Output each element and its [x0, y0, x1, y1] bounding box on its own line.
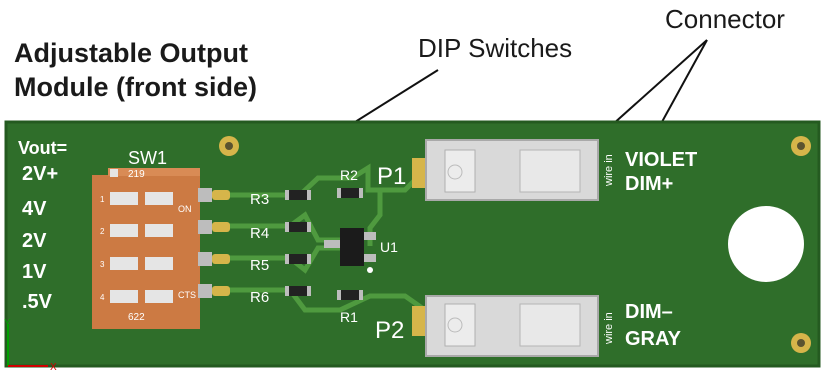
dip-switch-mark-4: 4 [100, 293, 105, 302]
ref-sw1: SW1 [128, 148, 167, 168]
dip-switch-pin1-mark [110, 169, 118, 177]
vout-option-4v: 4V [22, 198, 47, 220]
ref-r4: R4 [250, 225, 269, 242]
dip-switch-lever-1 [110, 192, 138, 205]
vout-label: Vout= [18, 138, 67, 158]
connector-p1 [412, 139, 599, 201]
p1-signal: DIM+ [625, 173, 673, 195]
p2-wire-in: wire in [603, 312, 615, 345]
ref-u1: U1 [380, 239, 398, 255]
vout-option-2v: 2V [22, 230, 47, 252]
resistor-r3 [285, 190, 311, 200]
vout-option-1v: 1V [22, 261, 47, 283]
dip-switch-on-label: ON [178, 204, 192, 214]
resistor-r5 [285, 254, 311, 264]
dip-switch-mark-3: 3 [100, 260, 105, 269]
dip-switch-part: 622 [128, 312, 145, 323]
p1-wire-in: wire in [603, 154, 615, 187]
large-mounting-hole [728, 206, 804, 282]
ref-p2: P2 [375, 317, 404, 344]
dip-switch-slot-1 [145, 192, 173, 205]
ref-r3: R3 [250, 191, 269, 208]
ic-u1-lead [324, 240, 340, 248]
resistor-r2 [337, 188, 363, 198]
dip-switches-callout: DIP Switches [418, 33, 573, 63]
dip-switch-lever-2 [110, 224, 138, 237]
dip-switch-maker: CTS [178, 290, 196, 300]
ic-u1-lead [364, 232, 376, 240]
p2-wire-color: GRAY [625, 328, 682, 350]
ref-p1: P1 [377, 163, 406, 190]
ref-r2: R2 [340, 167, 358, 183]
dip-switch-slot-3 [145, 257, 173, 270]
dip-switch-slot-2 [145, 224, 173, 237]
x-axis-label: X [50, 362, 57, 372]
dip-switch-mark-1: 1 [100, 195, 105, 204]
title-line-2: Module (front side) [14, 72, 257, 102]
vout-option-0-5v: .5V [22, 291, 53, 313]
figure-title: Adjustable Output Module (front side) [14, 36, 257, 104]
vout-option-2v-plus: 2V+ [22, 163, 58, 185]
ref-r6: R6 [250, 289, 269, 306]
ic-u1-dot [367, 267, 373, 273]
ref-r5: R5 [250, 257, 269, 274]
mounting-hole-center [797, 339, 805, 347]
resistor-r4 [285, 222, 311, 232]
dip-switch-top [108, 168, 200, 176]
p2-signal: DIM– [625, 301, 673, 323]
title-line-1: Adjustable Output [14, 38, 248, 68]
resistor-r6 [285, 286, 311, 296]
mounting-hole-center [225, 142, 233, 150]
p1-wire-color: VIOLET [625, 149, 697, 171]
ic-u1-lead [364, 254, 376, 262]
dip-switch-code: 219 [128, 169, 145, 180]
mounting-hole-center [797, 142, 805, 150]
resistor-r1 [337, 290, 363, 300]
dip-switch-lever-4 [110, 290, 138, 303]
dip-switch-lever-3 [110, 257, 138, 270]
connector-p2 [412, 295, 599, 357]
ic-u1 [340, 228, 364, 266]
connector-callout: Connector [665, 4, 785, 34]
ref-r1: R1 [340, 309, 358, 325]
y-axis-label: Y [4, 318, 11, 329]
dip-switch-pins [198, 188, 212, 298]
dip-switch-mark-2: 2 [100, 227, 105, 236]
dip-switch-pads [212, 190, 230, 296]
dip-switch-slot-4 [145, 290, 173, 303]
